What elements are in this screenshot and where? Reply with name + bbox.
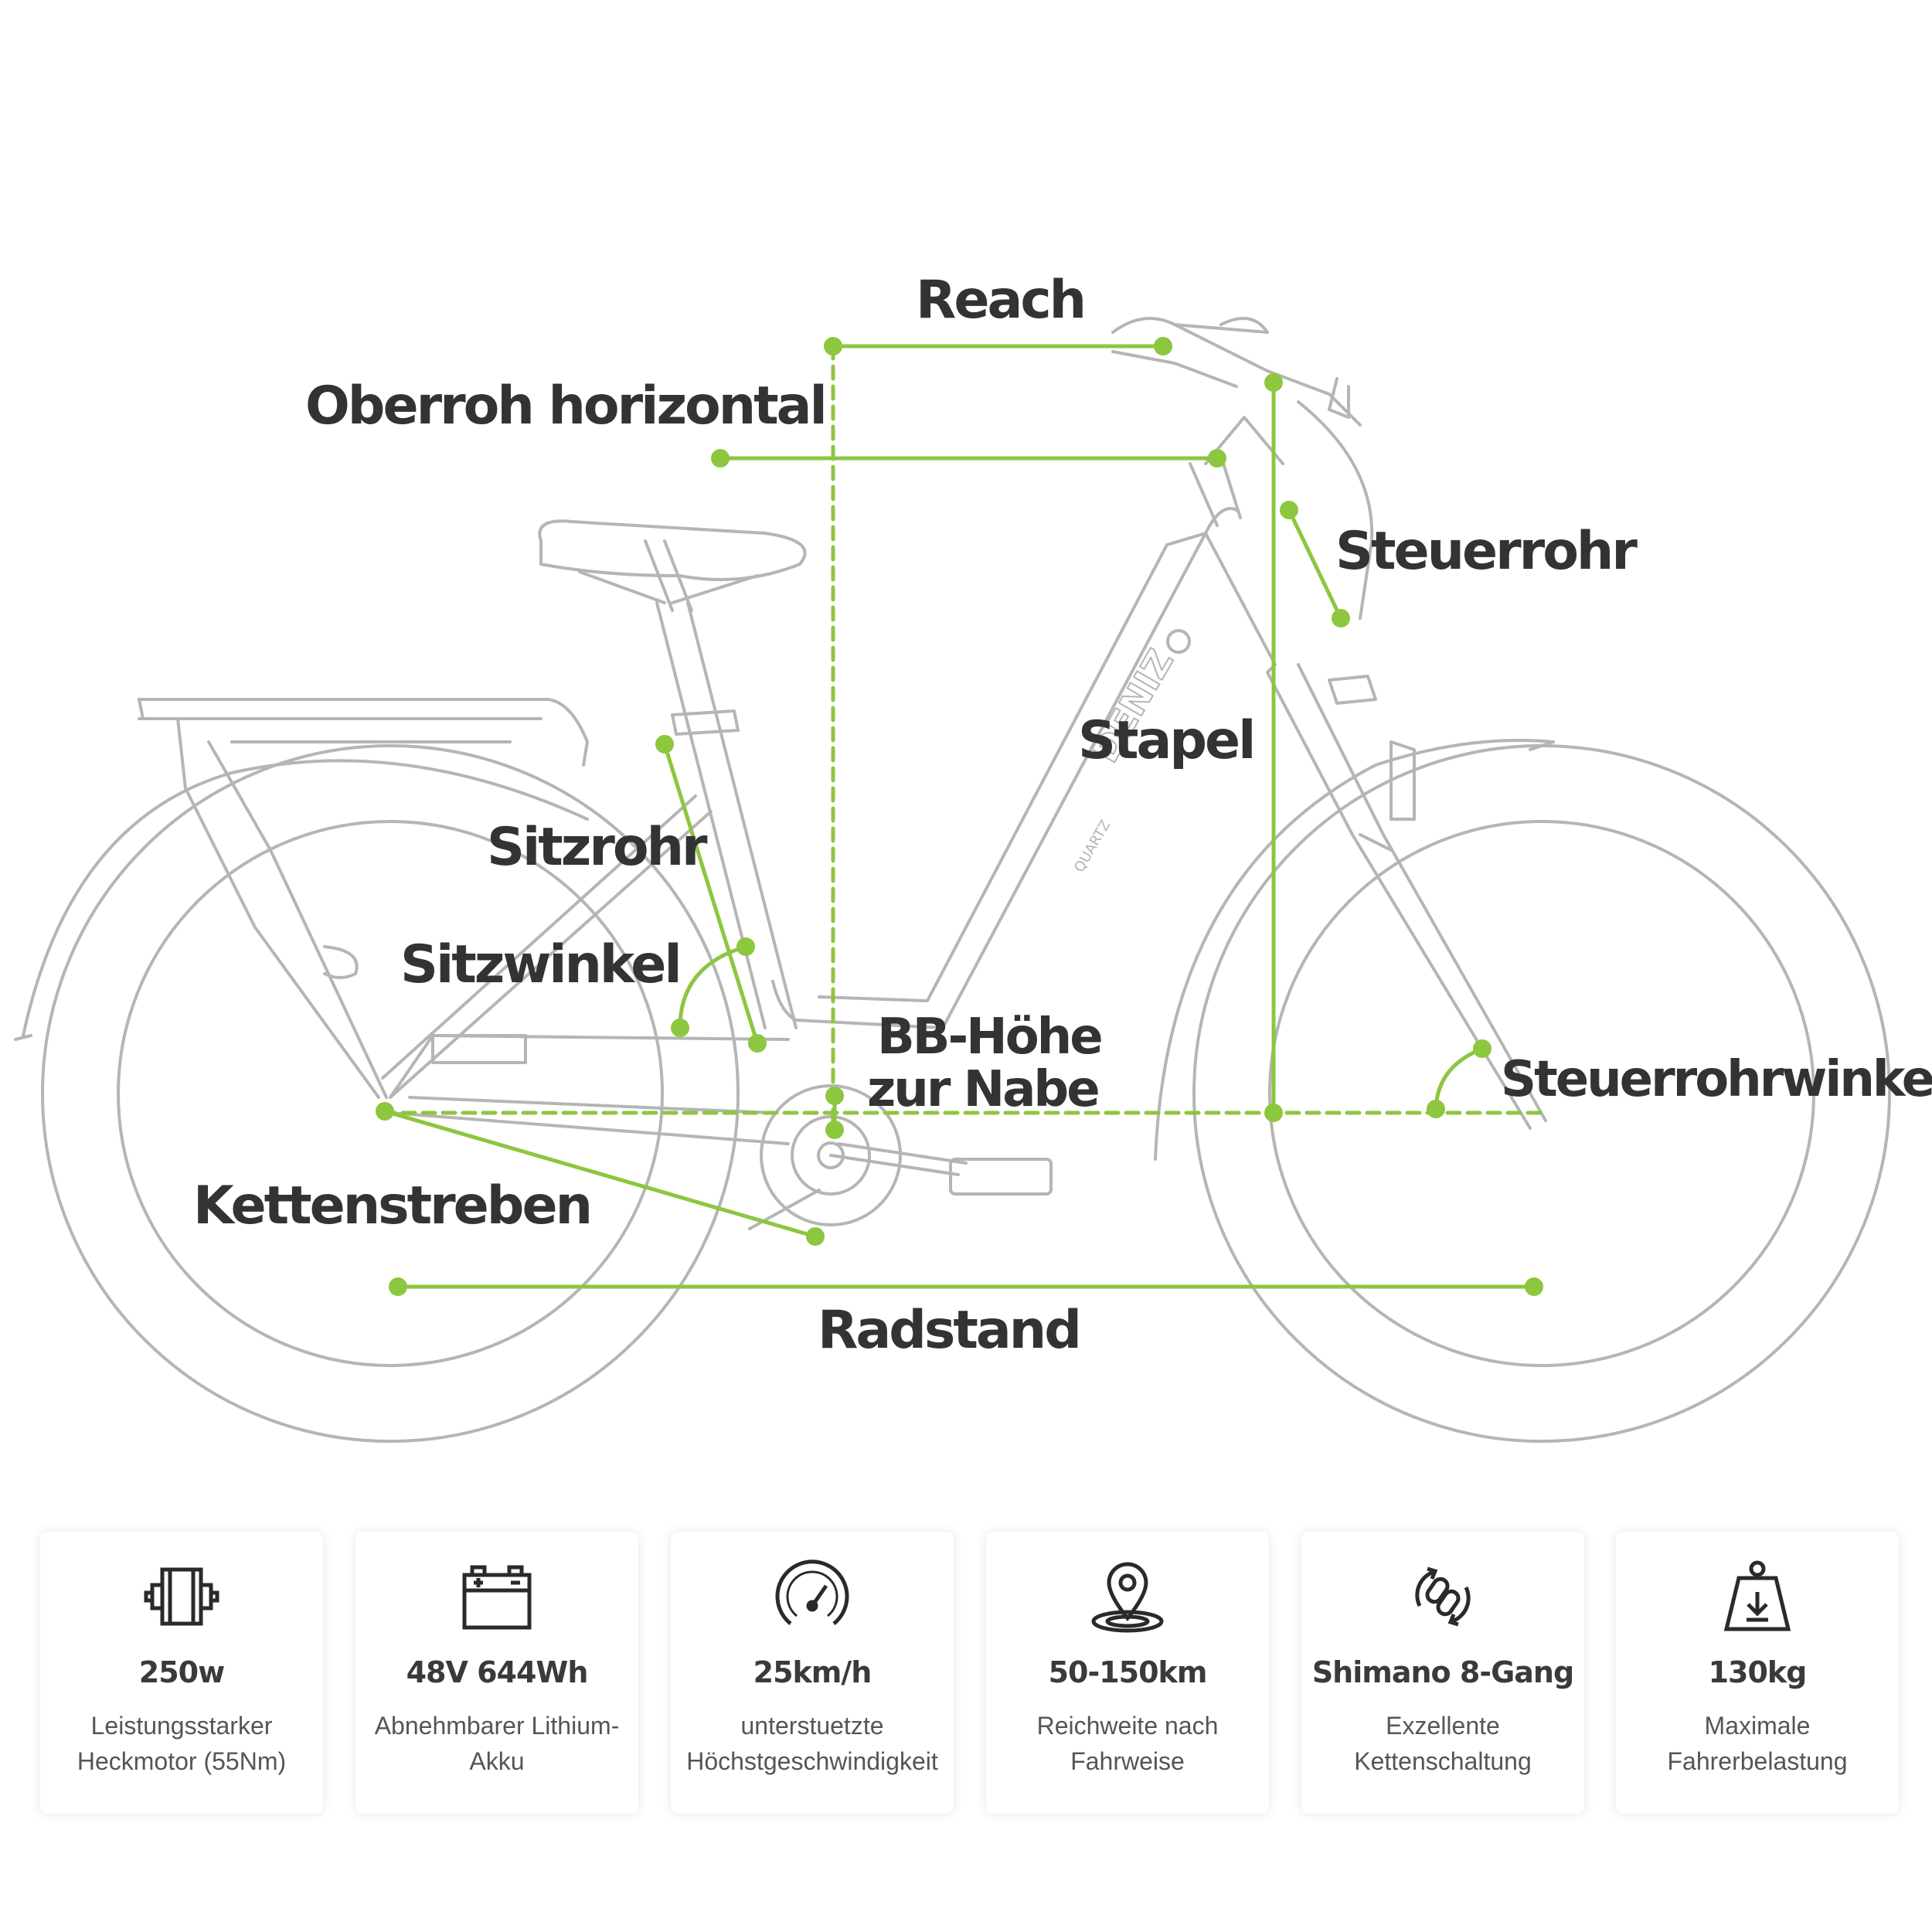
feature-description-line: unterstuetzte xyxy=(740,1712,884,1740)
label-stack: Stapel xyxy=(1078,710,1256,771)
feature-card-battery: 48V 644Wh Abnehmbarer Lithium- Akku xyxy=(355,1532,638,1814)
feature-description-line: Exzellente xyxy=(1386,1712,1500,1740)
motor-icon xyxy=(143,1558,220,1635)
feature-card-load: 130kg Maximale Fahrerbelastung xyxy=(1616,1532,1899,1814)
feature-description-line: Reichweite nach xyxy=(1036,1712,1219,1740)
feature-value: 25km/h xyxy=(753,1655,872,1689)
label-head-tube: Steuerrohr xyxy=(1335,521,1638,582)
feature-description: unterstuetzte Höchstgeschwindigkeit xyxy=(679,1708,946,1779)
label-chainstays: Kettenstreben xyxy=(193,1175,593,1236)
label-bb-height-line1: BB-Höhe xyxy=(877,1009,1104,1066)
feature-value: Shimano 8-Gang xyxy=(1311,1655,1574,1689)
label-bb-height-line2: zur Nabe xyxy=(867,1061,1100,1118)
feature-cards: 250w Leistungsstarker Heckmotor (55Nm) 4… xyxy=(40,1532,1899,1814)
label-head-angle: Steuerrohrwinkel xyxy=(1501,1051,1932,1108)
battery-icon xyxy=(458,1558,536,1635)
feature-value: 48V 644Wh xyxy=(406,1655,589,1689)
front-rim xyxy=(1268,820,1815,1367)
rear-tire xyxy=(41,744,740,1443)
chainring xyxy=(760,1084,902,1226)
head-tube-line xyxy=(1287,508,1343,621)
feature-description-line: Abnehmbarer Lithium- xyxy=(374,1712,620,1740)
label-wheelbase: Radstand xyxy=(818,1300,1082,1361)
map-pin-icon xyxy=(1089,1558,1166,1635)
feature-description: Leistungsstarker Heckmotor (55Nm) xyxy=(48,1708,315,1779)
feature-description: Abnehmbarer Lithium- Akku xyxy=(363,1708,631,1779)
measurement-points xyxy=(376,337,1543,1296)
speedometer-icon xyxy=(774,1558,851,1635)
feature-card-gears: Shimano 8-Gang Exzellente Kettenschaltun… xyxy=(1301,1532,1584,1814)
seat-tube-line xyxy=(662,742,760,1046)
feature-description-line: Akku xyxy=(469,1747,525,1775)
label-seat-tube: Sitzrohr xyxy=(487,817,708,878)
feature-value: 250w xyxy=(138,1655,225,1689)
feature-description: Reichweite nach Fahrweise xyxy=(994,1708,1261,1779)
feature-description-line: Heckmotor (55Nm) xyxy=(77,1747,287,1775)
feature-card-range: 50-150km Reichweite nach Fahrweise xyxy=(986,1532,1269,1814)
label-top-tube: Oberroh horizontal xyxy=(305,376,828,437)
bike-geometry-diagram: DENIZ QUARTZ xyxy=(14,270,1932,1443)
label-reach: Reach xyxy=(916,270,1087,331)
rear-rim xyxy=(117,820,664,1367)
feature-description-line: Maximale xyxy=(1704,1712,1811,1740)
weight-icon xyxy=(1719,1558,1796,1635)
feature-card-speed: 25km/h unterstuetzte Höchstgeschwindigke… xyxy=(671,1532,954,1814)
seat-angle-arc xyxy=(678,944,748,1030)
feature-description: Maximale Fahrerbelastung xyxy=(1624,1708,1891,1779)
feature-description-line: Leistungsstarker xyxy=(90,1712,273,1740)
feature-description-line: Höchstgeschwindigkeit xyxy=(686,1747,938,1775)
feature-value: 130kg xyxy=(1708,1655,1808,1689)
feature-card-motor: 250w Leistungsstarker Heckmotor (55Nm) xyxy=(40,1532,323,1814)
gear-chain-icon xyxy=(1404,1558,1481,1635)
frame-model-text: QUARTZ xyxy=(1071,818,1114,876)
feature-description: Exzellente Kettenschaltung xyxy=(1309,1708,1577,1779)
head-angle-arc xyxy=(1434,1046,1485,1111)
chainstay-line xyxy=(383,1109,818,1239)
feature-description-line: Fahrweise xyxy=(1070,1747,1185,1775)
label-seat-angle: Sitzwinkel xyxy=(400,934,682,995)
feature-description-line: Fahrerbelastung xyxy=(1667,1747,1848,1775)
bike-outline-drawing: DENIZ QUARTZ xyxy=(14,317,1891,1443)
feature-description-line: Kettenschaltung xyxy=(1354,1747,1532,1775)
feature-value: 50-150km xyxy=(1048,1655,1208,1689)
